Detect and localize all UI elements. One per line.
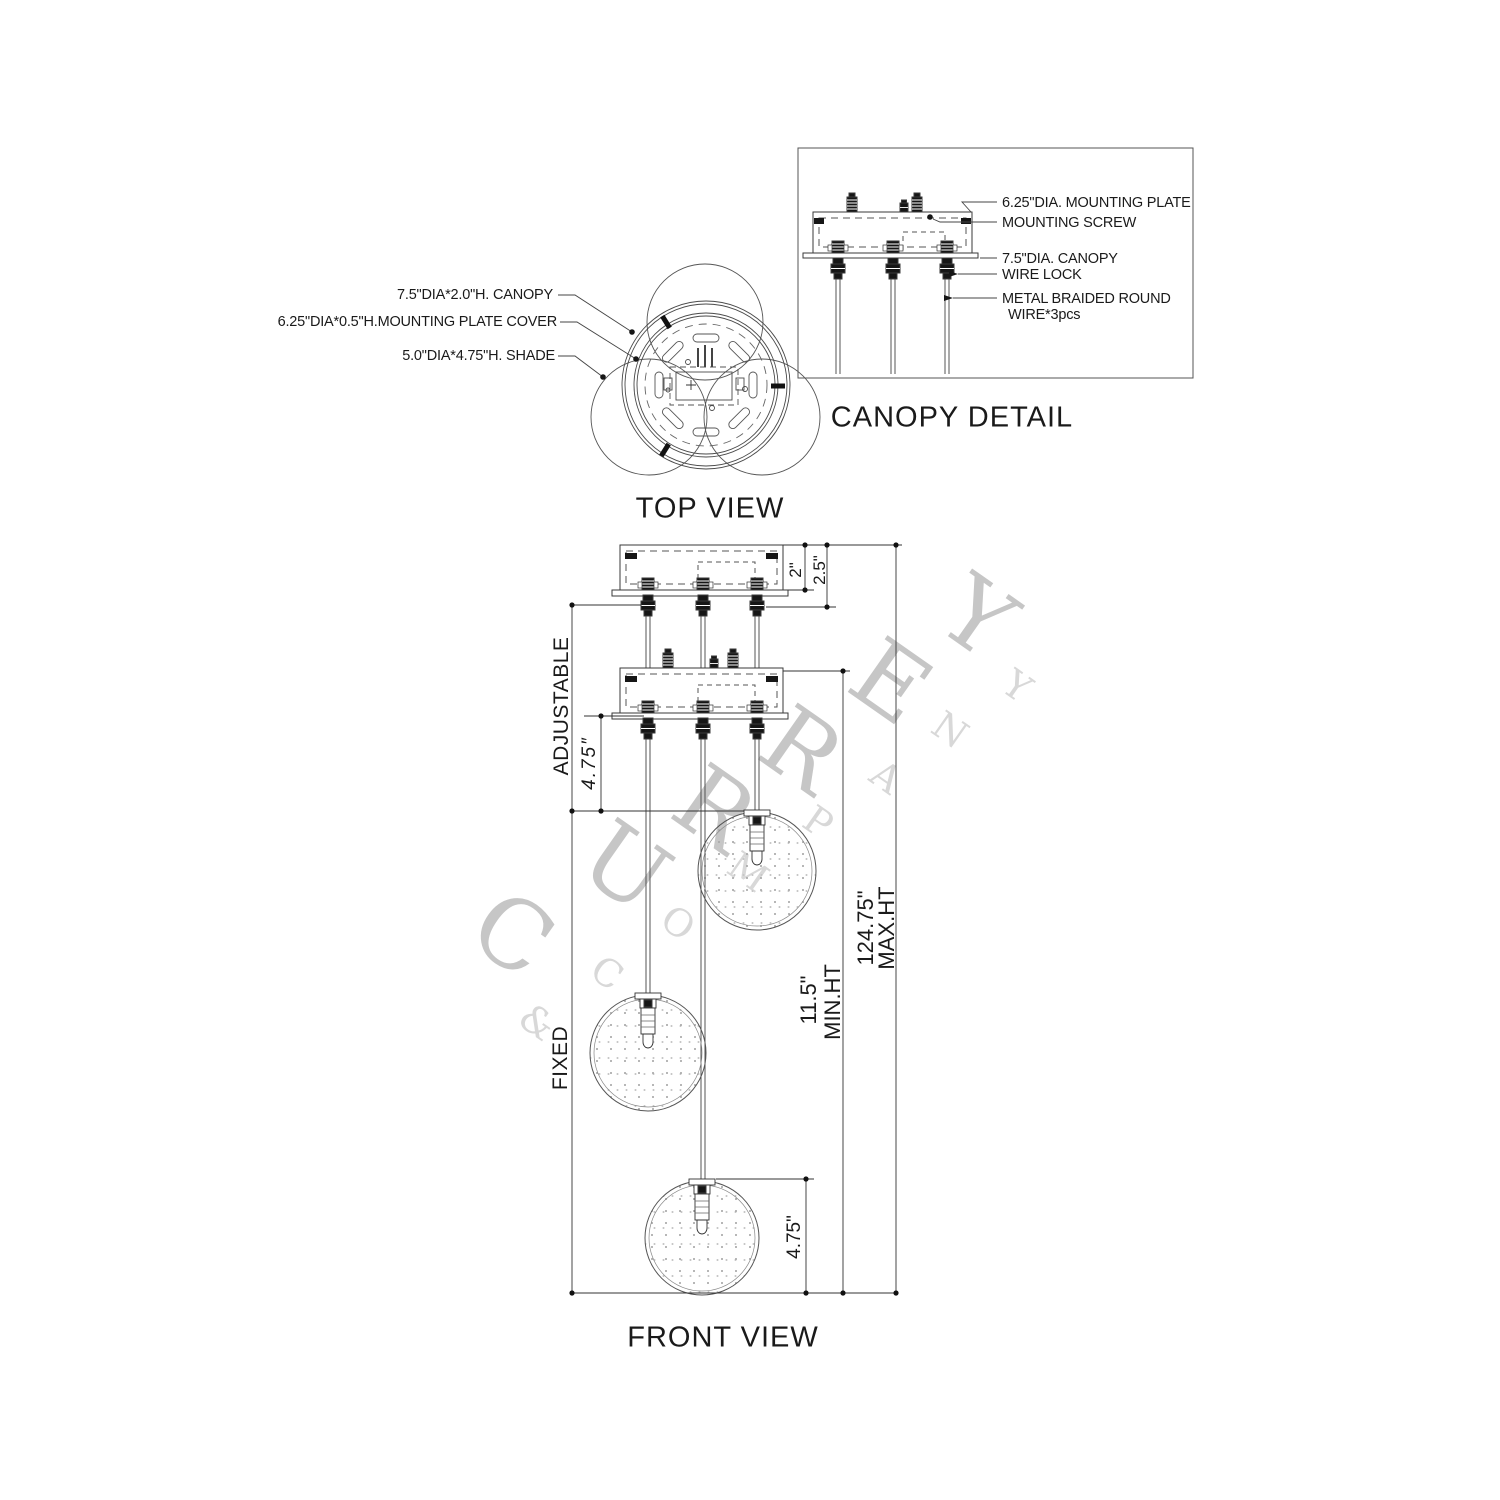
top-canopy-ring [621, 300, 791, 470]
canopy-detail-drawing [797, 147, 1194, 379]
socket-3 [688, 1178, 716, 1235]
top-view-drawing [558, 263, 821, 476]
callout-canopy: 7.5"DIA*2.0"H. CANOPY [397, 287, 553, 303]
callout-mounting-plate-cover: 6.25"DIA*0.5"H.MOUNTING PLATE COVER [277, 314, 558, 330]
socket-2 [634, 992, 662, 1049]
top-canopy-ticks [659, 314, 785, 458]
front-dimension-lines [571, 544, 902, 1294]
front-view-title: FRONT VIEW [627, 1321, 819, 1354]
dim-min-height-label: MIN.HT [820, 964, 845, 1040]
front-dimension-dots [569, 542, 899, 1296]
dim-max-height-label: MAX.HT [874, 886, 899, 970]
detail-label-canopy: 7.5"DIA. CANOPY [1002, 251, 1118, 267]
dim-shade-height: 4.75" [784, 1215, 805, 1259]
detail-canopy-plate [802, 252, 979, 259]
top-shade-2 [590, 358, 708, 476]
top-shade-1 [646, 263, 764, 381]
front-adjustable-canopy [611, 648, 789, 740]
top-junction-box [663, 345, 748, 411]
front-view-drawing [569, 542, 902, 1296]
dim-adjustable: ADJUSTABLE [550, 636, 573, 776]
top-shade-3 [703, 358, 821, 476]
callout-shade: 5.0"DIA*4.75"H. SHADE [402, 348, 555, 364]
detail-mounting-screw [846, 192, 858, 213]
socket-1 [743, 809, 771, 866]
detail-wire-lock [827, 240, 849, 280]
canopy-detail-title: CANOPY DETAIL [830, 401, 1074, 434]
dim-adjuster-drop: 4.75″ [579, 736, 600, 790]
detail-label-wire-line2: WIRE*3pcs [1008, 307, 1081, 323]
detail-leaders [932, 201, 997, 301]
dim-min-height-value: 11.5" [796, 975, 821, 1025]
detail-border [797, 147, 1194, 379]
detail-label-mounting-plate: 6.25"DIA. MOUNTING PLATE [1002, 195, 1191, 211]
detail-wires [835, 279, 950, 374]
top-canopy-slots [654, 333, 758, 437]
detail-label-wire-line1: METAL BRAIDED ROUND [1002, 291, 1171, 307]
dim-canopy-total-height: 2.5" [810, 555, 829, 585]
detail-label-mounting-screw: MOUNTING SCREW [1002, 215, 1137, 231]
dim-canopy-height: 2" [786, 562, 805, 578]
top-view-leaders [558, 294, 639, 380]
front-top-canopy [611, 544, 789, 617]
dim-fixed: FIXED [549, 1025, 572, 1091]
top-view-title: TOP VIEW [635, 492, 785, 525]
detail-label-wire-lock: WIRE LOCK [1002, 267, 1082, 283]
